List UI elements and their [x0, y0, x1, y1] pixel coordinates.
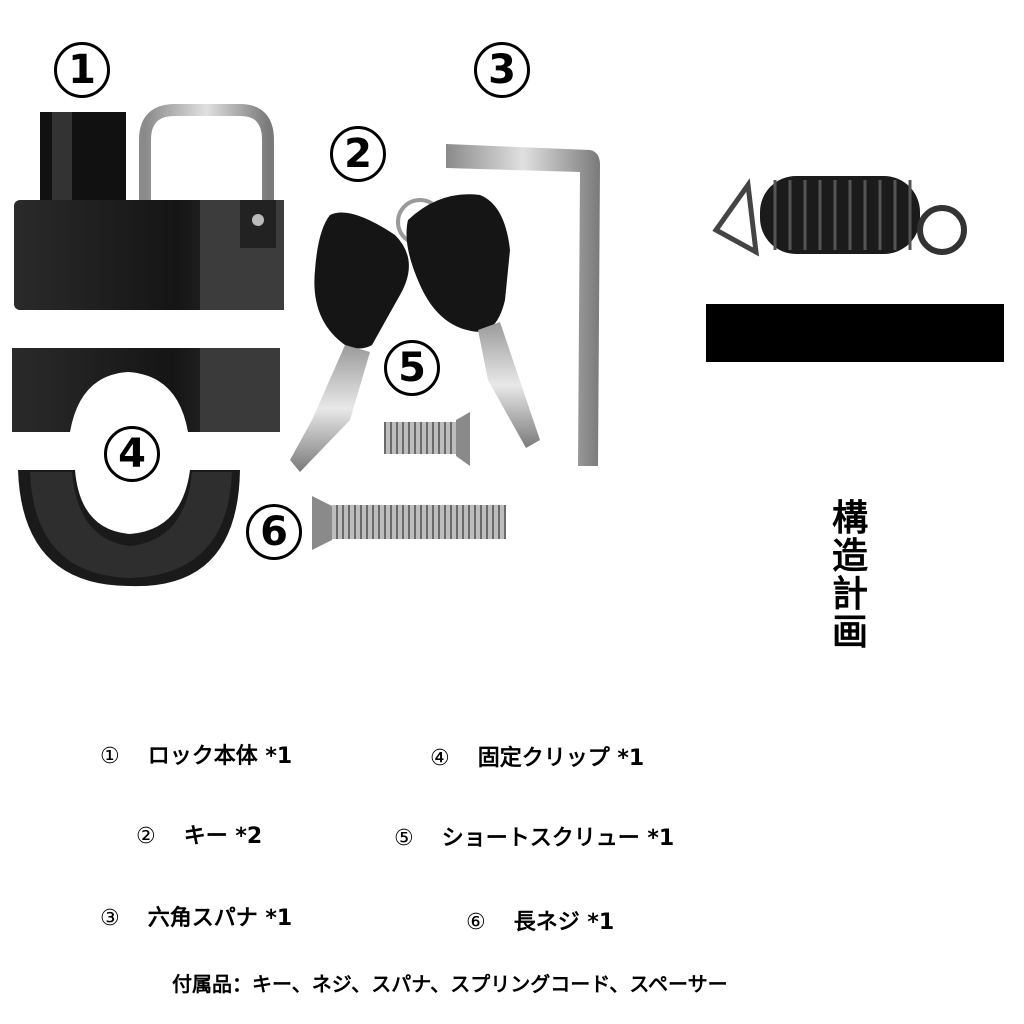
part-mark: ⑥: [466, 910, 486, 935]
part-mark: ①: [100, 744, 120, 769]
number-badge-4: 4: [104, 426, 160, 482]
part-label: ショートスクリュー *1: [441, 826, 675, 851]
number-badge-5: 5: [384, 340, 440, 396]
accessories-text: 付属品：キー、ネジ、スパナ、スプリングコード、スペーサー: [172, 972, 728, 996]
part-mark: ④: [430, 746, 450, 771]
long-screw-image: [312, 496, 506, 550]
part-item-2: ② キー *2: [136, 818, 262, 850]
number-badge-3: 3: [474, 42, 530, 98]
part-label: 固定クリップ *1: [477, 746, 645, 771]
lock-body-image: [14, 104, 284, 310]
number-badge-6: 6: [246, 504, 302, 560]
part-label: 六角スパナ *1: [147, 906, 293, 931]
hex-wrench-image: [446, 144, 600, 466]
title-char: 構: [831, 498, 868, 539]
title-char: 計: [831, 574, 868, 615]
title-char: 画: [831, 612, 868, 653]
spacer-bar-image: [706, 304, 1004, 362]
part-label: 長ネジ *1: [513, 910, 615, 935]
part-mark: ⑤: [394, 826, 414, 851]
part-item-5: ⑤ ショートスクリュー *1: [394, 820, 674, 852]
part-item-4: ④ 固定クリップ *1: [430, 740, 644, 772]
vertical-title: 構 造 計 画: [826, 500, 874, 652]
title-char: 造: [831, 536, 868, 577]
lock-base-image: [12, 348, 280, 432]
part-item-1: ① ロック本体 *1: [100, 738, 292, 770]
number-badge-2: 2: [330, 126, 386, 182]
fixed-clip-image: [18, 470, 240, 587]
number-badge-1: 1: [54, 42, 110, 98]
part-item-6: ⑥ 長ネジ *1: [466, 904, 614, 936]
part-item-3: ③ 六角スパナ *1: [100, 900, 292, 932]
short-screw-image: [384, 412, 470, 466]
part-mark: ③: [100, 906, 120, 931]
keys-image: [290, 194, 540, 472]
part-label: ロック本体 *1: [147, 744, 293, 769]
spring-cord-image: [712, 176, 967, 257]
part-mark: ②: [136, 824, 156, 849]
part-label: キー *2: [183, 824, 263, 849]
